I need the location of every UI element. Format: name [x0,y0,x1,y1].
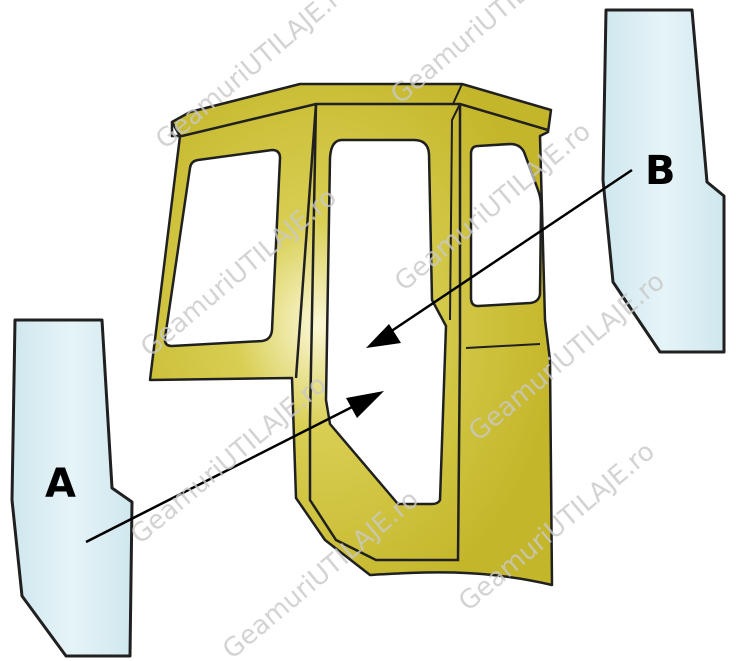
label-a: A [45,461,76,507]
glass-panel-a [10,318,134,658]
label-b: B [645,148,676,194]
arrow-a [85,391,384,544]
cab-belt-line [465,343,541,349]
cab-roof-edge [170,102,549,138]
arrow-b [366,168,633,348]
arrow-a-head [346,391,384,418]
cab-left-pillar [294,103,318,379]
side-window [163,148,282,348]
cab-door-frame [308,103,462,562]
cab-roof-line [189,83,464,113]
arrow-a-line [85,400,363,544]
arrow-b-head [366,324,401,348]
cab-rear-pillar [449,103,461,321]
glass-panel-b [601,8,726,354]
arrow-b-line [383,168,633,338]
